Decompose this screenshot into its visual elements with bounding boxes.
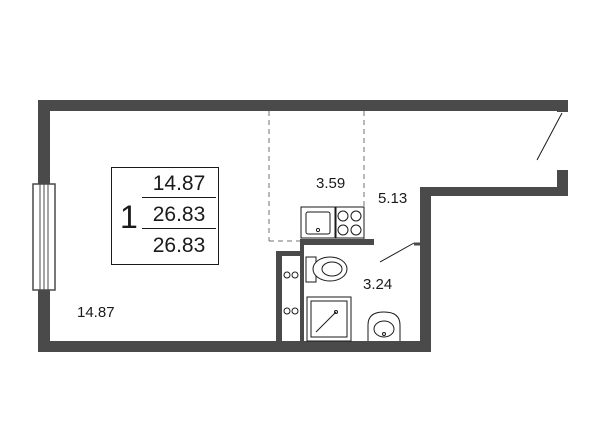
bathroom-left-wall <box>276 251 282 351</box>
room-count: 1 <box>120 199 138 235</box>
bathroom-door <box>379 242 420 263</box>
kitchen-area: 3.59 <box>316 175 346 192</box>
kitchen-sink <box>300 206 336 239</box>
living-area-value: 14.87 <box>152 172 206 195</box>
right-lower-wall <box>420 187 431 352</box>
entrance-door <box>536 112 563 161</box>
bathroom-inner-wall <box>300 245 304 351</box>
entrance-jamb-top <box>557 100 568 112</box>
cooktop <box>335 206 365 239</box>
bathroom-area: 3.24 <box>363 276 393 293</box>
unit-info-card: 1 14.87 26.83 26.83 <box>111 167 219 265</box>
total-area-value: 26.83 <box>152 203 206 226</box>
card-divider-1 <box>142 197 216 198</box>
utility-niche <box>283 271 299 315</box>
top-wall <box>38 100 568 111</box>
bathroom-sink <box>367 311 401 341</box>
bathroom-top-wall <box>276 251 304 256</box>
shower-tray <box>306 296 352 342</box>
kitchen-partition <box>300 239 374 245</box>
card-divider-2 <box>142 228 216 229</box>
entrance-jamb-bottom <box>557 170 568 196</box>
toilet <box>305 256 348 283</box>
bathroom-walls <box>276 245 304 351</box>
total-area-with-balcony-value: 26.83 <box>152 234 206 257</box>
right-step-wall <box>420 187 568 196</box>
living-room-area: 14.87 <box>77 304 115 321</box>
bottom-wall <box>38 341 431 352</box>
hallway-area: 5.13 <box>378 190 408 207</box>
window <box>32 183 56 291</box>
